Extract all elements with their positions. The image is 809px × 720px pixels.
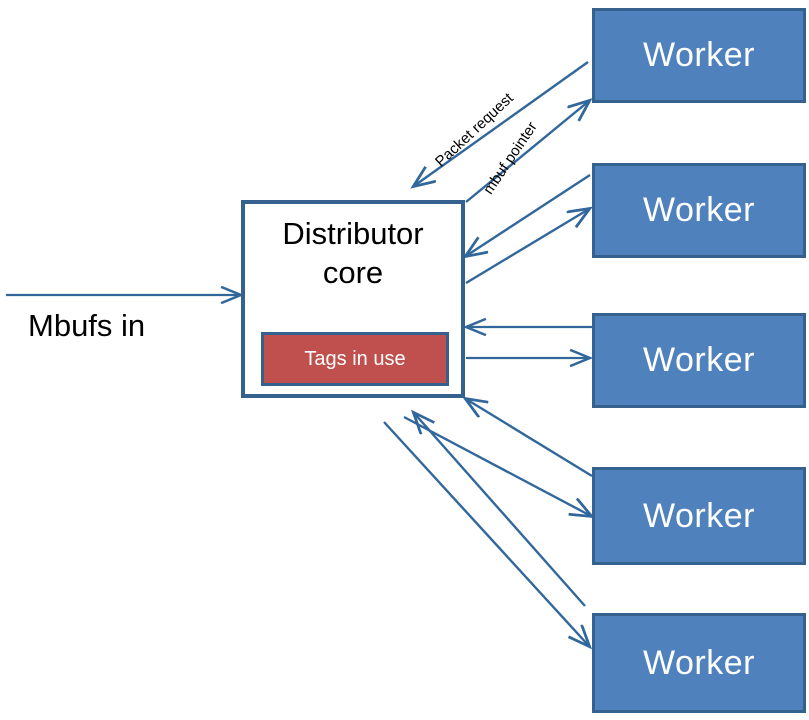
worker-box-2: Worker: [592, 163, 806, 258]
distributor-core-title-line2: core: [322, 255, 384, 290]
arrow-worker5-mbuf-pointer: [383, 421, 589, 646]
arrow-worker4-mbuf-pointer: [403, 415, 591, 516]
worker-box-5: Worker: [592, 613, 806, 713]
worker-label-4: Worker: [643, 496, 755, 535]
distributor-core-title-line1: Distributor: [282, 216, 424, 251]
arrow-worker5-packet-request: [414, 413, 586, 607]
mbufs-in-label: Mbufs in: [28, 308, 146, 343]
worker-box-3: Worker: [592, 313, 806, 408]
distributor-core-title: Distributor core: [245, 214, 461, 292]
arrow-worker1-packet-request: [414, 61, 589, 186]
tags-in-use-label: Tags in use: [304, 347, 406, 370]
worker-label-1: Worker: [643, 36, 755, 74]
arrow-worker1-mbuf-pointer: [465, 101, 589, 203]
worker-label-3: Worker: [643, 341, 755, 379]
tags-in-use-box: Tags in use: [261, 332, 449, 386]
arrow-worker2-packet-request: [466, 173, 591, 256]
arrow-worker2-mbuf-pointer: [465, 209, 589, 285]
worker-label-5: Worker: [643, 643, 755, 682]
distributor-core-box: Distributor core Tags in use: [241, 200, 465, 398]
worker-label-2: Worker: [643, 191, 755, 229]
worker-box-4: Worker: [592, 467, 806, 565]
worker-box-1: Worker: [592, 8, 806, 103]
arrow-worker4-packet-request: [466, 399, 593, 478]
